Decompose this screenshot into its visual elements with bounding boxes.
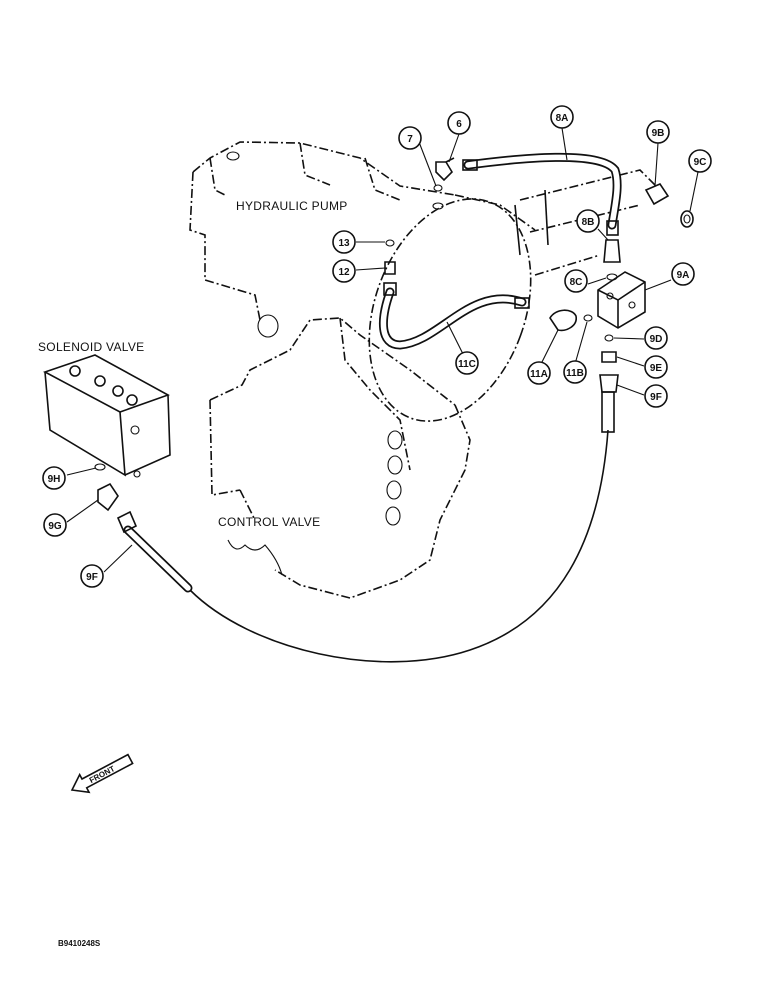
callout-9d: 9D xyxy=(644,326,668,350)
control-valve-label: CONTROL VALVE xyxy=(218,515,320,529)
callout-11c-text: 11C xyxy=(458,359,476,370)
control-valve-port-4 xyxy=(385,506,401,526)
callout-9h: 9H xyxy=(42,466,66,490)
callout-9f-right-text: 9F xyxy=(650,392,662,403)
drawing-number: B9410248S xyxy=(58,939,101,948)
callout-11a-text: 11A xyxy=(530,369,548,380)
callout-9d-text: 9D xyxy=(650,334,663,345)
hose-9f-left xyxy=(123,525,193,593)
callout-9e-text: 9E xyxy=(650,363,663,374)
callout-13: 13 xyxy=(332,230,356,254)
callout-8a: 8A xyxy=(550,105,574,129)
front-direction-arrow: FRONT xyxy=(70,753,134,794)
callout-9f-right: 9F xyxy=(644,384,668,408)
callout-11c: 11C xyxy=(455,351,479,375)
callout-12: 12 xyxy=(332,259,356,283)
hydraulic-pump-label: HYDRAULIC PUMP xyxy=(236,199,348,213)
callout-7: 7 xyxy=(398,126,422,150)
callout-8b-text: 8B xyxy=(582,217,595,228)
callout-9g-text: 9G xyxy=(48,521,62,532)
callout-6-text: 6 xyxy=(456,119,462,130)
callout-9f-left-text: 9F xyxy=(86,572,98,583)
callout-9e: 9E xyxy=(644,355,668,379)
fittings xyxy=(94,157,694,534)
callout-11b: 11B xyxy=(563,360,587,384)
leader-lines xyxy=(66,127,699,573)
callout-8a-text: 8A xyxy=(556,113,569,124)
pilot-tube-line xyxy=(189,429,609,663)
callout-8c-text: 8C xyxy=(570,277,583,288)
callout-9b: 9B xyxy=(646,120,670,144)
callout-7-text: 7 xyxy=(407,134,413,145)
callout-9a: 9A xyxy=(671,262,695,286)
hose-8a xyxy=(463,152,622,230)
callout-8c: 8C xyxy=(564,269,588,293)
callout-9b-text: 9B xyxy=(652,128,665,139)
hose-11c xyxy=(378,287,527,350)
callout-9a-text: 9A xyxy=(677,270,690,281)
tube-9f-right xyxy=(601,391,615,433)
callout-11a: 11A xyxy=(527,361,551,385)
callout-8b: 8B xyxy=(576,209,600,233)
callout-9h-text: 9H xyxy=(48,474,61,485)
solenoid-valve-label: SOLENOID VALVE xyxy=(38,340,144,354)
callout-9c: 9C xyxy=(688,149,712,173)
callout-13-text: 13 xyxy=(338,238,350,249)
callout-6: 6 xyxy=(447,111,471,135)
control-valve-port-3 xyxy=(386,480,402,500)
control-valve-outline xyxy=(209,314,471,599)
callout-9c-text: 9C xyxy=(694,157,707,168)
control-valve-port-1 xyxy=(387,430,403,450)
hydraulic-pump-outline xyxy=(189,141,656,422)
callout-12-text: 12 xyxy=(338,267,350,278)
control-valve-port-2 xyxy=(387,455,403,475)
callout-11b-text: 11B xyxy=(566,368,584,379)
callout-9f-left: 9F xyxy=(80,564,104,588)
solenoid-valve-block xyxy=(42,354,171,478)
callout-9g: 9G xyxy=(43,513,67,537)
